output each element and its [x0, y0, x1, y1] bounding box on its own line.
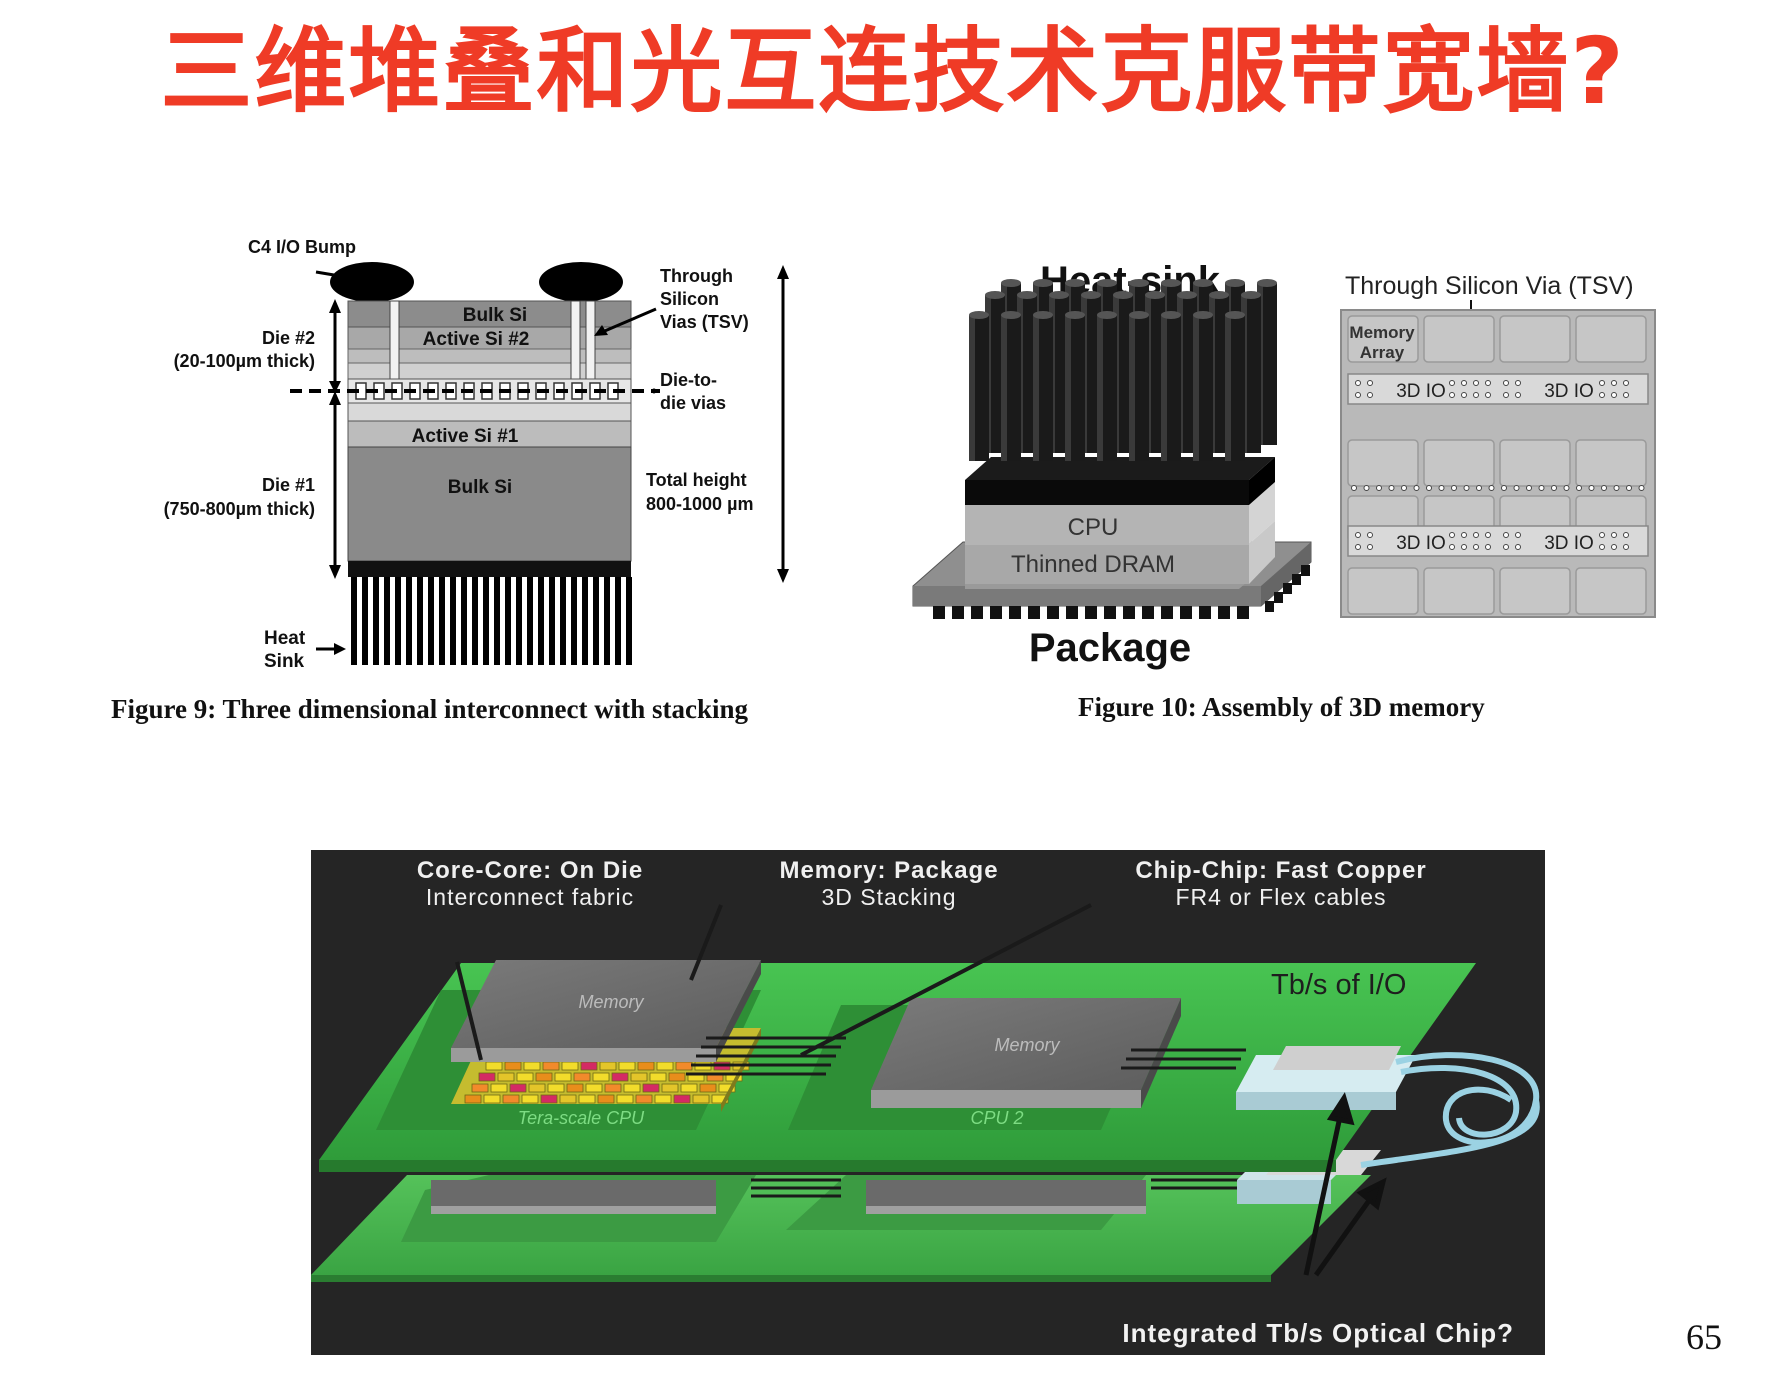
optical-chip-arrows — [1303, 1092, 1387, 1277]
figure-9-stack-diagram: C4 I/O Bump Bulk Si Active Si #2 Active … — [164, 237, 789, 672]
svg-text:Package: Package — [1029, 626, 1191, 670]
figure-9-caption: Figure 9: Three dimensional interconnect… — [111, 694, 749, 724]
svg-text:Heat: Heat — [264, 628, 306, 649]
svg-text:Through Silicon Via (TSV): Through Silicon Via (TSV) — [1345, 272, 1634, 300]
svg-text:(750-800µm thick): (750-800µm thick) — [164, 499, 315, 519]
slide-title: 三维堆叠和光互连技术克服带宽墙? — [160, 18, 1626, 125]
svg-text:Memory: Memory — [1349, 323, 1415, 342]
svg-text:3D Stacking: 3D Stacking — [821, 884, 956, 910]
cpu-layer — [965, 505, 1249, 545]
svg-text:Memory: Memory — [578, 992, 644, 1012]
flex-cable — [1360, 1052, 1540, 1168]
svg-text:Die-to-: Die-to- — [660, 370, 717, 390]
svg-text:Silicon: Silicon — [660, 289, 719, 309]
svg-text:FR4 or Flex cables: FR4 or Flex cables — [1175, 884, 1386, 910]
svg-text:Die #2: Die #2 — [262, 328, 315, 348]
heat-sink-base — [348, 561, 631, 577]
svg-text:3D IO: 3D IO — [1544, 533, 1594, 554]
memory-array-cells — [1347, 315, 1647, 615]
svg-text:Integrated Tb/s Optical Chip?: Integrated Tb/s Optical Chip? — [1122, 1318, 1514, 1348]
svg-text:Interconnect fabric: Interconnect fabric — [426, 884, 634, 910]
c4-bump-right — [539, 262, 623, 302]
interconnect-hierarchy-figure: Memory Memory Tera-scale CPU CPU 2 Tb/s … — [311, 850, 1545, 1355]
svg-text:die vias: die vias — [660, 393, 726, 413]
figure-10-caption: Figure 10: Assembly of 3D memory — [1078, 692, 1485, 722]
svg-text:Memory: Package: Memory: Package — [779, 857, 998, 884]
page-number: 65 — [1686, 1317, 1722, 1357]
svg-text:3D IO: 3D IO — [1544, 381, 1594, 402]
figure-10-heatsink-diagram: Heat-sink Thinned DRAM CPU Package — [912, 259, 1312, 670]
active-si-1 — [347, 420, 632, 448]
lower-chip-2 — [866, 1180, 1146, 1206]
svg-text:3D IO: 3D IO — [1396, 533, 1446, 554]
svg-text:Bulk Si: Bulk Si — [463, 305, 527, 326]
svg-text:Total height: Total height — [646, 470, 747, 490]
label-pointers — [455, 903, 1092, 1061]
c4-bump-left — [330, 262, 414, 302]
io-label-row2: 3D IO 3D IO — [1396, 533, 1594, 554]
svg-text:3D IO: 3D IO — [1396, 381, 1446, 402]
io-label-row1: 3D IO 3D IO — [1396, 381, 1594, 402]
svg-text:Chip-Chip: Fast Copper: Chip-Chip: Fast Copper — [1135, 857, 1426, 884]
lower-chip-1 — [431, 1180, 716, 1206]
heat-sink-fins — [351, 577, 632, 665]
heat-sink-pillars — [969, 279, 1277, 461]
svg-text:(20-100µm thick): (20-100µm thick) — [174, 351, 315, 371]
bulk-si-bottom — [347, 446, 632, 562]
svg-text:CPU: CPU — [1068, 514, 1119, 541]
svg-text:CPU 2: CPU 2 — [970, 1108, 1023, 1128]
svg-text:Tb/s of I/O: Tb/s of I/O — [1271, 969, 1406, 1001]
svg-text:Active Si #2: Active Si #2 — [423, 329, 530, 350]
svg-text:Through: Through — [660, 266, 733, 286]
svg-text:800-1000 µm: 800-1000 µm — [646, 494, 753, 514]
svg-text:Thinned DRAM: Thinned DRAM — [1011, 551, 1175, 578]
memory-chip-2 — [871, 998, 1181, 1090]
svg-text:Die #1: Die #1 — [262, 475, 315, 495]
svg-text:Bulk Si: Bulk Si — [448, 477, 512, 498]
memory-chip-1 — [451, 960, 761, 1048]
c4-bump-label: C4 I/O Bump — [248, 237, 356, 257]
svg-text:Tera-scale CPU: Tera-scale CPU — [518, 1108, 645, 1128]
thinned-dram-layer — [965, 544, 1249, 584]
package-pins — [933, 565, 1310, 619]
svg-text:Active Si #1: Active Si #1 — [412, 426, 519, 447]
copper-traces — [686, 1036, 1246, 1076]
svg-text:Array: Array — [1360, 343, 1405, 362]
svg-text:Sink: Sink — [264, 651, 305, 672]
figure-10-tsv-grid: Through Silicon Via (TSV) Memory Array 3… — [1340, 272, 1656, 618]
svg-text:Memory: Memory — [994, 1035, 1060, 1055]
svg-text:Core-Core: On Die: Core-Core: On Die — [417, 857, 643, 884]
svg-text:Vias (TSV): Vias (TSV) — [660, 312, 749, 332]
cpu-core-grid — [464, 1061, 750, 1104]
